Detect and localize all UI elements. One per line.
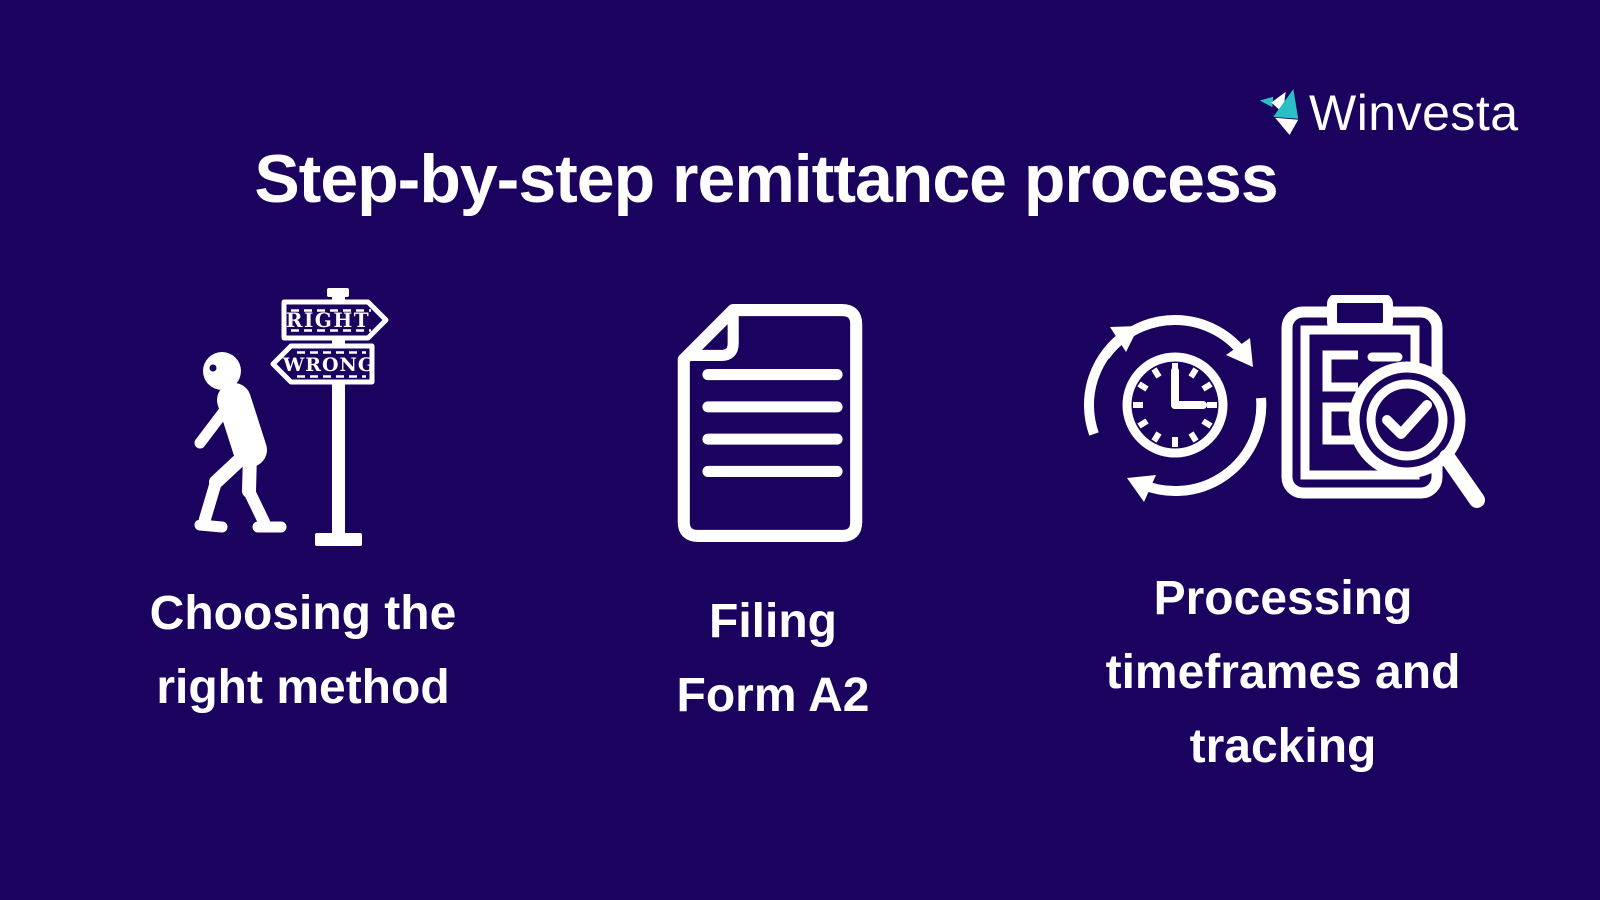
walking-person: [194, 352, 287, 533]
step-label-filing-form-a2: Filing Form A2: [553, 585, 993, 733]
step-label-line: right method: [156, 661, 450, 714]
step-label-line: timeframes and: [1105, 646, 1461, 699]
wrong-sign: WRONG: [270, 343, 375, 385]
step-label-processing-tracking: Processing timeframes and tracking: [1063, 562, 1503, 784]
step-label-line: Processing: [1153, 572, 1413, 625]
wrong-sign-label: WRONG: [282, 354, 375, 376]
brand-name: Winvesta: [1309, 85, 1519, 141]
magnifier-handle: [1439, 449, 1485, 508]
right-sign: RIGHT: [281, 299, 389, 341]
clock-hands: [1171, 367, 1207, 409]
step-label-line: Choosing the: [149, 587, 457, 640]
step-label-choosing-method: Choosing the right method: [83, 577, 523, 725]
winvesta-logo: Winvesta: [1256, 84, 1519, 142]
page-title: Step-by-step remittance process: [254, 141, 1278, 217]
right-sign-label: RIGHT: [286, 308, 370, 332]
step-label-line: tracking: [1189, 720, 1377, 773]
clock-cycle-icon: [1083, 314, 1267, 502]
step-label-line: Form A2: [676, 669, 870, 722]
clipboard-magnifier-icon: [1281, 295, 1485, 508]
checkmark-icon: [1382, 400, 1432, 439]
step-label-line: Filing: [709, 595, 837, 648]
document-form-icon: [677, 304, 863, 542]
origami-bird-icon: [1259, 89, 1299, 136]
walking-person-signpost-icon: RIGHT WRONG: [194, 288, 389, 546]
